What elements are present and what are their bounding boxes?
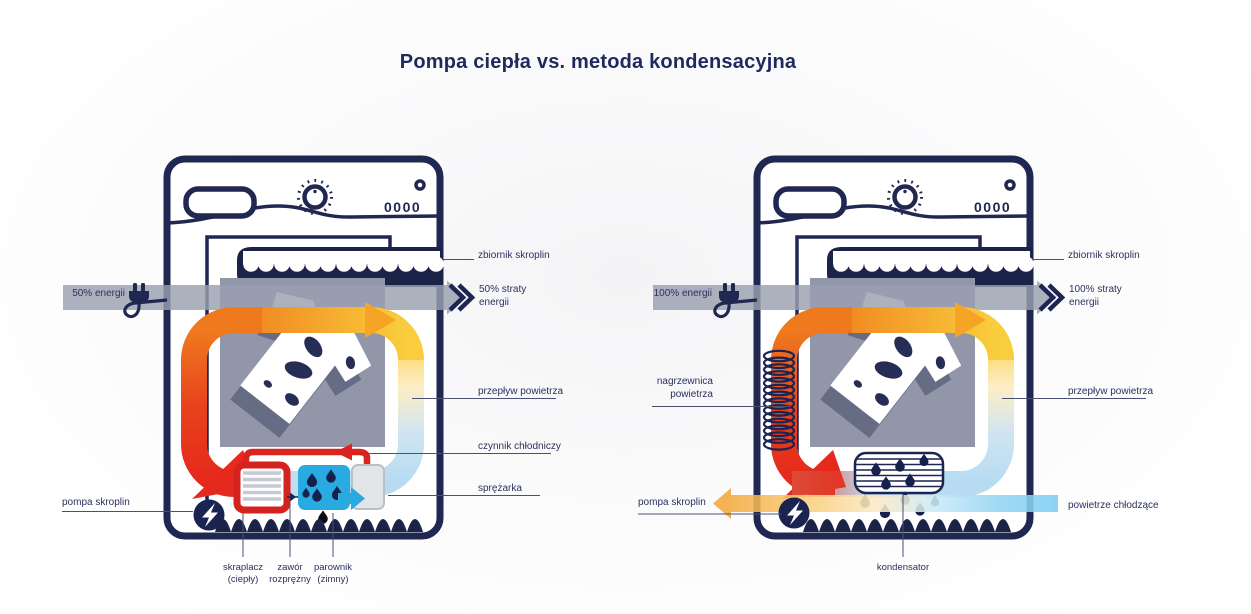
display-digits-left: 0000 [384, 199, 422, 215]
condenser-warm-box [233, 461, 291, 514]
refrigerant-arrow-icon [335, 443, 352, 461]
dryer-condensation [638, 159, 1146, 557]
label-airflow-right: przepływ powietrza [1068, 386, 1154, 397]
cooling-air-band [713, 488, 1058, 519]
label-refrigerant: czynnik chłodniczy [478, 441, 561, 452]
label-heater: nagrzewnica powietrza [656, 376, 713, 400]
page-title: Pompa ciepła vs. metoda kondensacyjna [399, 51, 797, 73]
dryer-heat-pump [62, 159, 556, 557]
refrigerant-pipe [242, 448, 371, 479]
air-to-compressor-arrow-icon [338, 487, 365, 510]
label-expansion-valve: zawór rozprężny [269, 562, 311, 585]
label-compressor: sprężarka [478, 483, 522, 494]
label-tank-left: zbiornik skroplin [478, 250, 550, 261]
label-tank-right: zbiornik skroplin [1068, 250, 1140, 261]
label-evaporator-cold: parownik (zimny) [313, 562, 353, 585]
label-pump-left: pompa skroplin [62, 497, 130, 508]
label-energy-in-right: 100% energii [653, 288, 712, 299]
leader-lines-left [62, 259, 556, 557]
condensate-pump-icon [778, 497, 810, 529]
label-condenser-warm: skraplacz (ciepły) [222, 562, 264, 585]
condensate-pump-icon [193, 499, 225, 531]
label-energy-loss-right: 100% straty energii [1069, 284, 1122, 308]
label-condenser: kondensator [876, 562, 930, 573]
label-energy-loss-left: 50% straty energii [479, 284, 527, 308]
label-airflow-left: przepływ powietrza [478, 386, 564, 397]
leader-lines-right [638, 259, 1146, 557]
condenser-box [853, 451, 945, 519]
label-cooling-air: powietrze chłodzące [1068, 500, 1159, 511]
label-energy-in-left: 50% energii [72, 288, 125, 299]
label-pump-right: pompa skroplin [638, 497, 706, 508]
evaporator-cold-box [298, 465, 350, 524]
display-digits-right: 0000 [974, 199, 1012, 215]
heating-coil-icon [762, 349, 796, 451]
